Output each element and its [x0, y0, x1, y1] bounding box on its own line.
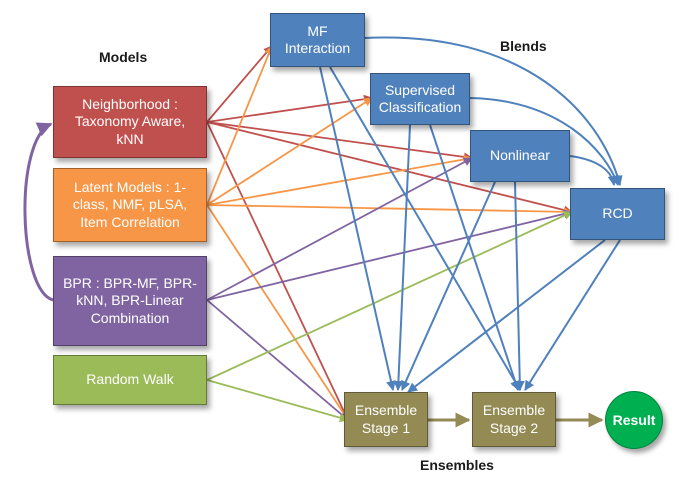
neighborhood-to-mf-arrow	[206, 45, 273, 123]
sup-to-ens2-arrow	[429, 124, 520, 391]
random_walk-to-rcd-arrow	[206, 211, 573, 381]
nonlin-to-ens2-arrow	[514, 181, 525, 391]
mf-to-rcd-arrow	[364, 36, 623, 186]
mf-to-ens2-arrow	[329, 66, 521, 391]
ensembles-heading: Ensembles	[420, 457, 494, 473]
nonlinear-to-rcd-arrow	[569, 155, 618, 186]
ensemble-stage-1-box: Ensemble Stage 1	[344, 392, 428, 447]
mf-to-ens1-arrow	[319, 66, 396, 391]
neighborhood-to-sup-arrow	[206, 94, 373, 123]
neighborhood-model-box: Neighborhood : Taxonomy Aware, kNN	[53, 86, 207, 158]
neighborhood-to-ens1-arrow	[206, 121, 349, 421]
neighborhood-to-nonlin-arrow	[206, 121, 473, 162]
nonlin-to-ens1-arrow	[401, 181, 496, 391]
latent-to-rcd-arrow	[206, 204, 573, 217]
latent-to-ens1-arrow	[206, 204, 349, 421]
rcd-blend-box: RCD	[570, 188, 665, 240]
bpr-model-box: BPR : BPR-MF, BPR- kNN, BPR-Linear Combi…	[53, 256, 207, 346]
latent-to-mf-arrow	[206, 45, 274, 206]
latent-to-sup-arrow	[206, 97, 373, 206]
rcd-to-ens1-arrow	[407, 239, 606, 393]
rcd-to-ens2-arrow	[524, 239, 621, 391]
random-walk-box: Random Walk	[53, 355, 207, 405]
random_walk-to-ens1-arrow	[206, 379, 349, 423]
supervised-to-rcd-arrow	[469, 97, 620, 186]
bpr-to-ens1-arrow	[206, 299, 349, 421]
bpr-to-nonlin-arrow	[206, 157, 473, 301]
models-heading: Models	[99, 49, 148, 65]
latent-models-box: Latent Models : 1- class, NMF, pLSA, Ite…	[53, 168, 207, 242]
supervised-classification-blend-box: Supervised Classification	[370, 73, 470, 125]
bpr-to-neighborhood-arrow	[23, 122, 54, 302]
sup-to-ens1-arrow	[393, 124, 411, 391]
mf-interaction-blend-box: MF Interaction	[270, 13, 365, 67]
ensemble-stage-2-box: Ensemble Stage 2	[472, 392, 556, 447]
blends-heading: Blends	[500, 38, 547, 54]
bpr-to-rcd-arrow	[206, 209, 573, 301]
latent-to-nonlin-arrow	[206, 154, 473, 206]
nonlinear-blend-box: Nonlinear	[470, 130, 570, 182]
result-circle: Result	[605, 391, 663, 449]
